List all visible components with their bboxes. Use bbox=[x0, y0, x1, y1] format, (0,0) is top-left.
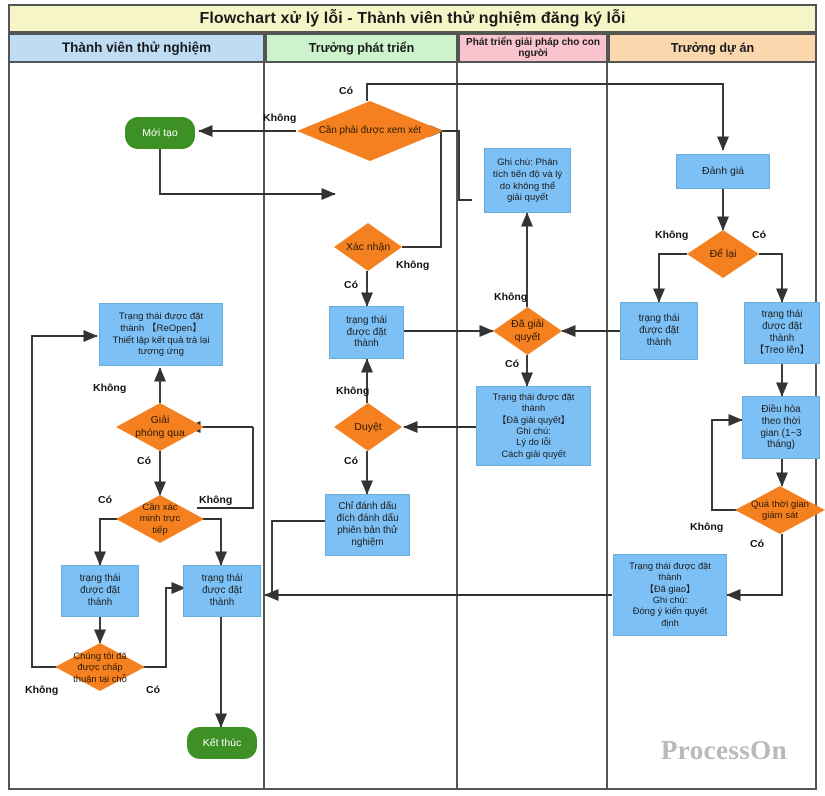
node-status-resolved[interactable]: Trạng thái được đặt thành 【Đã giải quyết… bbox=[476, 386, 591, 466]
node-status-set-t2[interactable]: trạng thái được đặt thành bbox=[183, 565, 261, 617]
node-reconcile-time-label: Điều hòa theo thời gian (1~3 tháng) bbox=[760, 403, 802, 451]
edge-label-confirm-yes: Có bbox=[344, 279, 358, 291]
node-finish[interactable]: Kết thúc bbox=[187, 727, 257, 759]
node-status-reopen[interactable]: Trạng thái được đặt thành 【ReOpen】 Thiết… bbox=[99, 303, 223, 366]
node-status-set-pm-left-label: trạng thái được đặt thành bbox=[638, 313, 680, 348]
lane-header-tester: Thành viên thử nghiệm bbox=[8, 33, 265, 63]
diamond-shape bbox=[334, 223, 402, 271]
edge-label-approved-onsite-yes: Có bbox=[146, 684, 160, 696]
edge-label-verify-no: Không bbox=[199, 494, 233, 506]
node-new-created-label: Mới tạo bbox=[142, 126, 178, 139]
edge-label-resolved-yes: Có bbox=[505, 358, 519, 370]
node-note-analysis[interactable]: Ghi chú: Phân tích tiến độ và lý do khôn… bbox=[484, 148, 571, 213]
node-status-set-t1-label: trạng thái được đặt thành bbox=[79, 573, 121, 608]
lane-header-pm-label: Trưởng dự án bbox=[670, 41, 755, 55]
edge-label-release-pass-yes: Có bbox=[137, 455, 151, 467]
edge-label-confirm-no: Không bbox=[396, 259, 430, 271]
lane-header-humansol: Phát triển giải pháp cho con người bbox=[458, 33, 608, 63]
edge-label-approved-onsite-no: Không bbox=[25, 684, 59, 696]
node-release-pass[interactable]: Giải phóng qua bbox=[116, 403, 204, 451]
node-status-set-t1[interactable]: trạng thái được đặt thành bbox=[61, 565, 139, 617]
node-status-set-t2-label: trạng thái được đặt thành bbox=[201, 573, 243, 608]
node-status-delivered[interactable]: Trạng thái được đặt thành 【Đã giao】 Ghi … bbox=[613, 554, 727, 636]
node-approve[interactable]: Duyệt bbox=[334, 403, 402, 451]
node-status-set-pm-left[interactable]: trạng thái được đặt thành bbox=[620, 302, 698, 360]
lane-divider-2 bbox=[456, 63, 458, 790]
page-title: Flowchart xử lý lỗi - Thành viên thử ngh… bbox=[8, 4, 817, 33]
diamond-shape bbox=[116, 403, 204, 451]
node-evaluate[interactable]: Đánh giá bbox=[676, 154, 770, 189]
edge-label-resolved-no: Không bbox=[494, 291, 528, 303]
edge-label-approve-no: Không bbox=[336, 385, 370, 397]
edge-label-need-review-yes: Có bbox=[339, 85, 353, 97]
lane-header-devlead-label: Trưởng phát triển bbox=[308, 41, 415, 55]
node-status-suspended[interactable]: trạng thái được đặt thành 【Treo lên】 bbox=[744, 302, 820, 364]
node-reconcile-time[interactable]: Điều hòa theo thời gian (1~3 tháng) bbox=[742, 396, 820, 459]
node-finish-label: Kết thúc bbox=[202, 736, 242, 749]
diamond-shape bbox=[687, 230, 759, 278]
node-resolved[interactable]: Đã giải quyết bbox=[493, 307, 562, 355]
diamond-shape bbox=[334, 403, 402, 451]
edge-label-verify-yes: Có bbox=[98, 494, 112, 506]
lane-header-tester-label: Thành viên thử nghiệm bbox=[61, 40, 212, 56]
node-approved-onsite[interactable]: Chúng tôi đã được chấp thuận tại chỗ bbox=[55, 643, 145, 691]
node-note-analysis-label: Ghi chú: Phân tích tiến độ và lý do khôn… bbox=[492, 157, 563, 204]
diamond-shape bbox=[116, 495, 204, 543]
lane-header-pm: Trưởng dự án bbox=[608, 33, 817, 63]
node-new-created[interactable]: Mới tạo bbox=[125, 117, 195, 149]
node-need-direct-verify[interactable]: Cần xác minh trực tiếp bbox=[116, 495, 204, 543]
lane-header-devlead: Trưởng phát triển bbox=[265, 33, 458, 63]
edge-label-leave-it-yes: Có bbox=[752, 229, 766, 241]
edge-label-over-watch-yes: Có bbox=[750, 538, 764, 550]
edge-label-approve-yes: Có bbox=[344, 455, 358, 467]
node-status-reopen-label: Trạng thái được đặt thành 【ReOpen】 Thiết… bbox=[112, 311, 210, 358]
node-status-delivered-label: Trạng thái được đặt thành 【Đã giao】 Ghi … bbox=[629, 561, 711, 628]
node-mark-test-version[interactable]: Chỉ đánh dấu đích đánh dấu phiên bản thử… bbox=[325, 494, 410, 556]
node-status-set-dev-label: trạng thái được đặt thành bbox=[346, 314, 387, 350]
node-leave-it[interactable]: Để lại bbox=[687, 230, 759, 278]
node-need-review[interactable]: Cần phải được xem xét bbox=[297, 101, 443, 161]
node-status-set-dev[interactable]: trạng thái được đặt thành bbox=[329, 306, 404, 359]
node-confirm[interactable]: Xác nhận bbox=[334, 223, 402, 271]
edge-label-release-pass-no: Không bbox=[93, 382, 127, 394]
lane-divider-3 bbox=[606, 63, 608, 790]
edge-label-need-review-no: Không bbox=[263, 112, 297, 124]
lane-header-humansol-label: Phát triển giải pháp cho con người bbox=[466, 36, 600, 59]
edge-label-leave-it-no: Không bbox=[655, 229, 689, 241]
diamond-shape bbox=[493, 307, 562, 355]
node-over-watch-time[interactable]: Quá thời gian giám sát bbox=[735, 486, 825, 534]
watermark: ProcessOn bbox=[660, 735, 787, 765]
node-status-suspended-label: trạng thái được đặt thành 【Treo lên】 bbox=[754, 309, 810, 356]
node-status-resolved-label: Trạng thái được đặt thành 【Đã giải quyết… bbox=[492, 392, 575, 459]
diamond-shape bbox=[55, 643, 145, 691]
edge-label-over-watch-no: Không bbox=[690, 521, 724, 533]
diamond-shape bbox=[735, 486, 825, 534]
node-mark-test-version-label: Chỉ đánh dấu đích đánh dấu phiên bản thử… bbox=[336, 501, 399, 548]
diamond-shape bbox=[297, 101, 443, 161]
node-evaluate-label: Đánh giá bbox=[701, 165, 745, 178]
lane-divider-1 bbox=[263, 63, 265, 790]
